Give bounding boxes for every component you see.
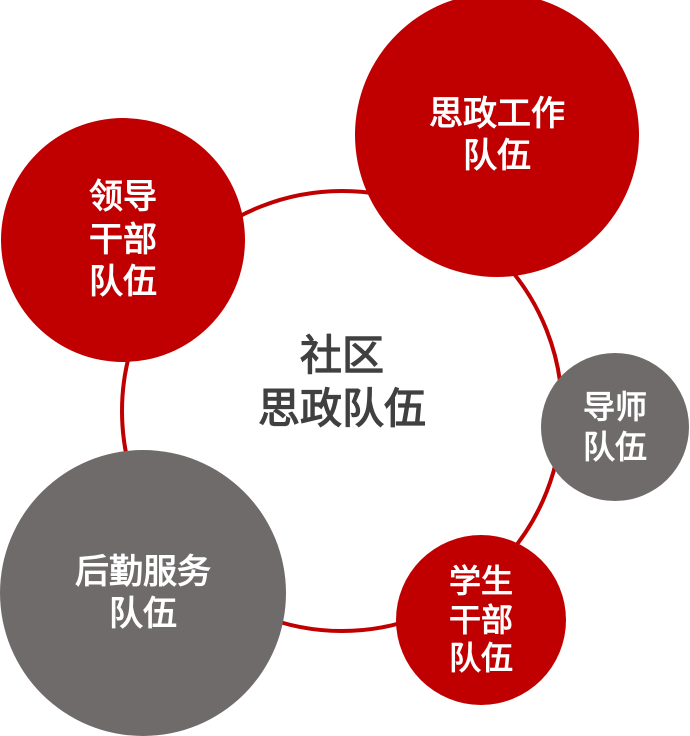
node-label-line: 队伍	[448, 639, 513, 678]
node-label-line: 干部	[448, 600, 513, 639]
center-title-line1: 社区	[299, 331, 384, 380]
node-leaders-team: 领导 干部 队伍	[1, 118, 245, 362]
node-logistics-team: 后勤服务 队伍	[0, 450, 286, 736]
node-label-line: 干部	[89, 219, 157, 260]
node-label-line: 学生	[448, 562, 513, 601]
node-label-line: 思政工作	[429, 93, 565, 134]
center-title: 社区 思政队伍	[222, 330, 462, 435]
node-mentors-team: 导师 队伍	[541, 353, 689, 501]
node-label-line: 领导	[89, 177, 157, 218]
node-label-line: 队伍	[463, 136, 531, 176]
node-label-line: 后勤服务	[75, 551, 211, 592]
node-label-line: 导师	[582, 388, 647, 426]
node-label-line: 队伍	[582, 428, 647, 466]
center-title-line2: 思政队伍	[257, 383, 426, 433]
node-label-line: 队伍	[109, 594, 177, 634]
node-student-leaders-team: 学生 干部 队伍	[396, 535, 566, 705]
node-label-line: 队伍	[89, 262, 157, 303]
node-ideological-work-team: 思政工作 队伍	[355, 0, 639, 277]
